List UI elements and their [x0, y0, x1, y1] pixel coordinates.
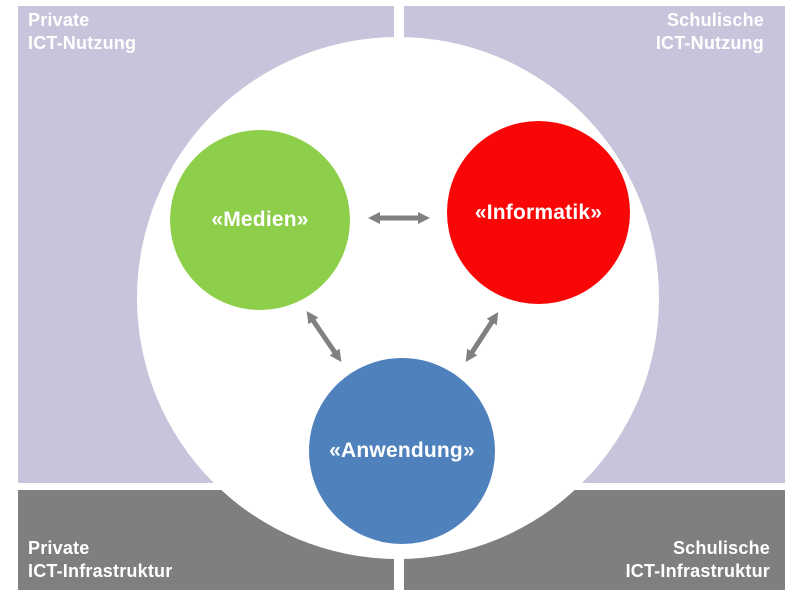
circle-medien: «Medien»	[170, 130, 350, 310]
arrow-medien-anwendung	[306, 311, 342, 362]
circle-medien-label: «Medien»	[211, 208, 309, 231]
label-schulische-ict-infrastruktur: Schulische ICT-Infrastruktur	[625, 537, 770, 581]
circle-anwendung-label: «Anwendung»	[329, 439, 475, 462]
circle-anwendung: «Anwendung»	[309, 358, 495, 544]
label-schulische-ict-nutzung: Schulische ICT-Nutzung	[655, 10, 764, 54]
arrow-informatik-anwendung	[465, 311, 499, 363]
label-private-ict-nutzung: Private ICT-Nutzung	[28, 10, 137, 54]
label-private-ict-infrastruktur: Private ICT-Infrastruktur	[28, 537, 173, 581]
circle-informatik-label: «Informatik»	[474, 200, 603, 224]
circle-informatik: «Informatik»	[447, 121, 630, 304]
